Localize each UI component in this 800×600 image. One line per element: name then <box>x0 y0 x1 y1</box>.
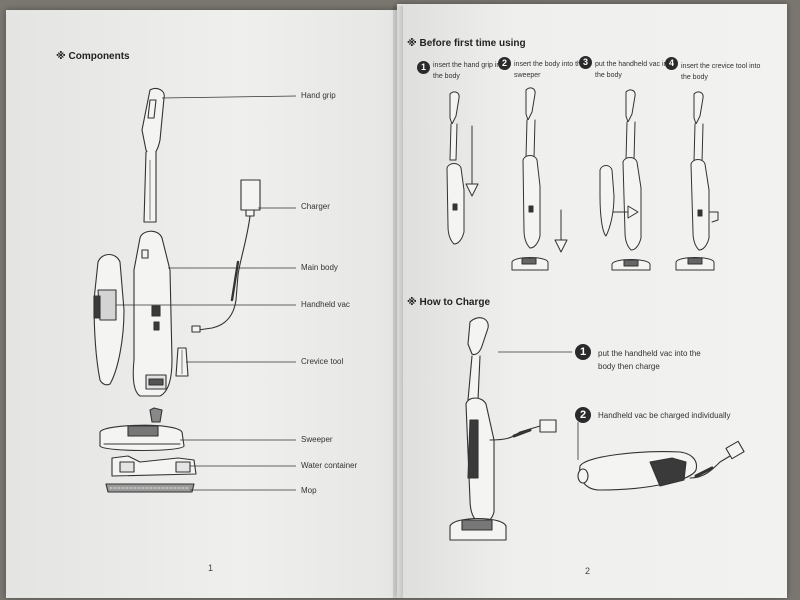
left-page <box>6 10 398 598</box>
charge-step-2-badge: 2 <box>575 407 591 423</box>
step-1-illustration <box>446 91 465 245</box>
label-main-body: Main body <box>301 263 338 272</box>
mop-illustration <box>105 483 195 493</box>
before-first-use-heading: ※ Before first time using <box>407 38 526 49</box>
step-3-badge: 3 <box>579 56 592 69</box>
label-water-container: Water container <box>301 461 358 470</box>
crevice-tool-illustration <box>175 347 189 377</box>
sweeper-illustration <box>99 424 185 452</box>
step-3-illustration <box>599 89 651 271</box>
label-hand-grip: Hand grip <box>301 91 336 100</box>
step-2-badge: 2 <box>498 57 511 70</box>
step-4-text: insert the crevice tool into the body <box>681 63 761 81</box>
charger-illustration <box>191 179 261 333</box>
step-3-right-arrow <box>612 205 639 219</box>
handheld-vac-illustration <box>93 253 125 386</box>
step-1-badge: 1 <box>417 61 430 74</box>
step-1-down-arrow <box>465 125 479 197</box>
label-charger: Charger <box>301 202 330 211</box>
step-1-text: insert the hand grip into the body <box>433 62 507 80</box>
water-container-illustration <box>111 455 197 477</box>
label-handheld-vac: Handheld vac <box>301 300 350 309</box>
charge-step-1-badge: 1 <box>575 344 591 360</box>
step-2-illustration <box>511 87 549 271</box>
label-sweeper: Sweeper <box>301 435 333 444</box>
page-gutter <box>393 6 403 598</box>
hand-grip-illustration <box>141 87 165 223</box>
right-page <box>397 4 787 598</box>
charge-step-1-text: put the handheld vac into the body then … <box>598 349 701 371</box>
page-number-right: 2 <box>585 566 591 576</box>
page-number-left: 1 <box>208 563 214 573</box>
charge-handheld-illustration <box>577 440 745 491</box>
how-to-charge-heading: ※ How to Charge <box>407 297 491 308</box>
label-crevice-tool: Crevice tool <box>301 357 344 366</box>
label-mop: Mop <box>301 486 317 495</box>
step-3-text: put the handheld vac into the body <box>595 61 674 79</box>
charge-stick-illustration <box>449 317 557 541</box>
components-heading: ※ Components <box>56 51 130 62</box>
charge-step-2-text: Handheld vac be charged individually <box>598 411 731 420</box>
step-4-illustration <box>675 91 719 271</box>
step-2-down-arrow <box>554 209 568 253</box>
step-2-text: insert the body into the sweeper <box>514 61 585 79</box>
main-body-illustration <box>132 230 173 397</box>
step-4-badge: 4 <box>665 57 678 70</box>
